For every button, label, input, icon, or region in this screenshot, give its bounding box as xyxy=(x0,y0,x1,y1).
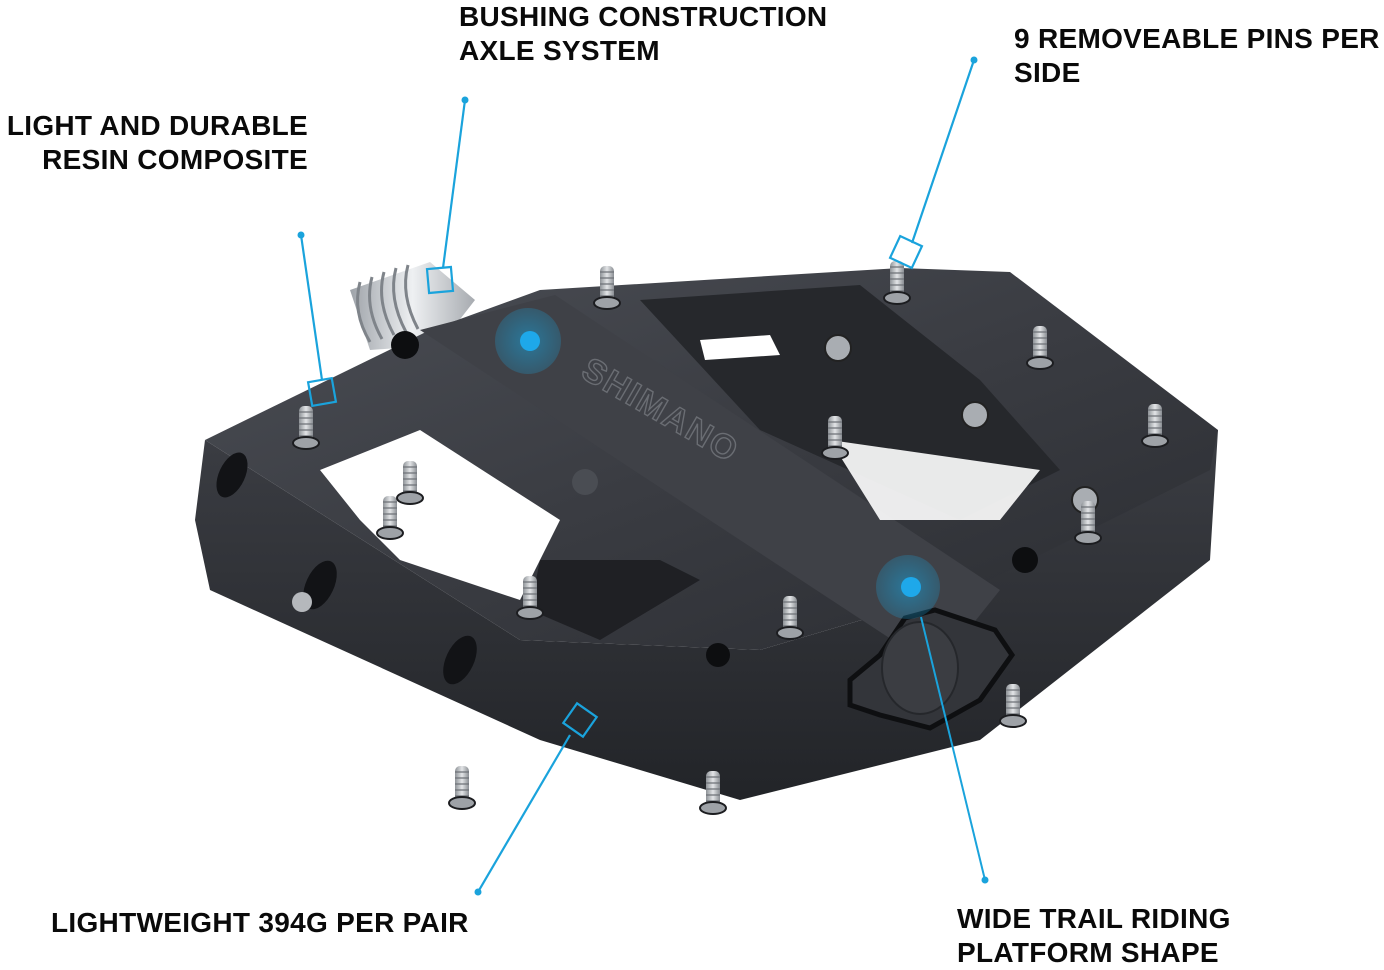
callout-bushing xyxy=(425,96,469,295)
label-bushing: BUSHING CONSTRUCTION AXLE SYSTEM xyxy=(459,1,828,66)
callout-pins xyxy=(888,56,978,270)
label-pins: 9 REMOVEABLE PINS PER SIDE xyxy=(1014,23,1380,88)
label-platform: WIDE TRAIL RIDING PLATFORM SHAPE xyxy=(957,903,1231,968)
callout-weight xyxy=(474,701,599,896)
pedal-body: SHIMANO xyxy=(195,260,1218,815)
label-resin: LIGHT AND DURABLE RESIN COMPOSITE xyxy=(6,110,308,175)
label-weight: LIGHTWEIGHT 394G PER PAIR xyxy=(51,907,469,938)
callout-platform xyxy=(876,555,989,884)
highlight-axle-glow xyxy=(495,308,561,374)
callout-resin xyxy=(297,231,338,408)
